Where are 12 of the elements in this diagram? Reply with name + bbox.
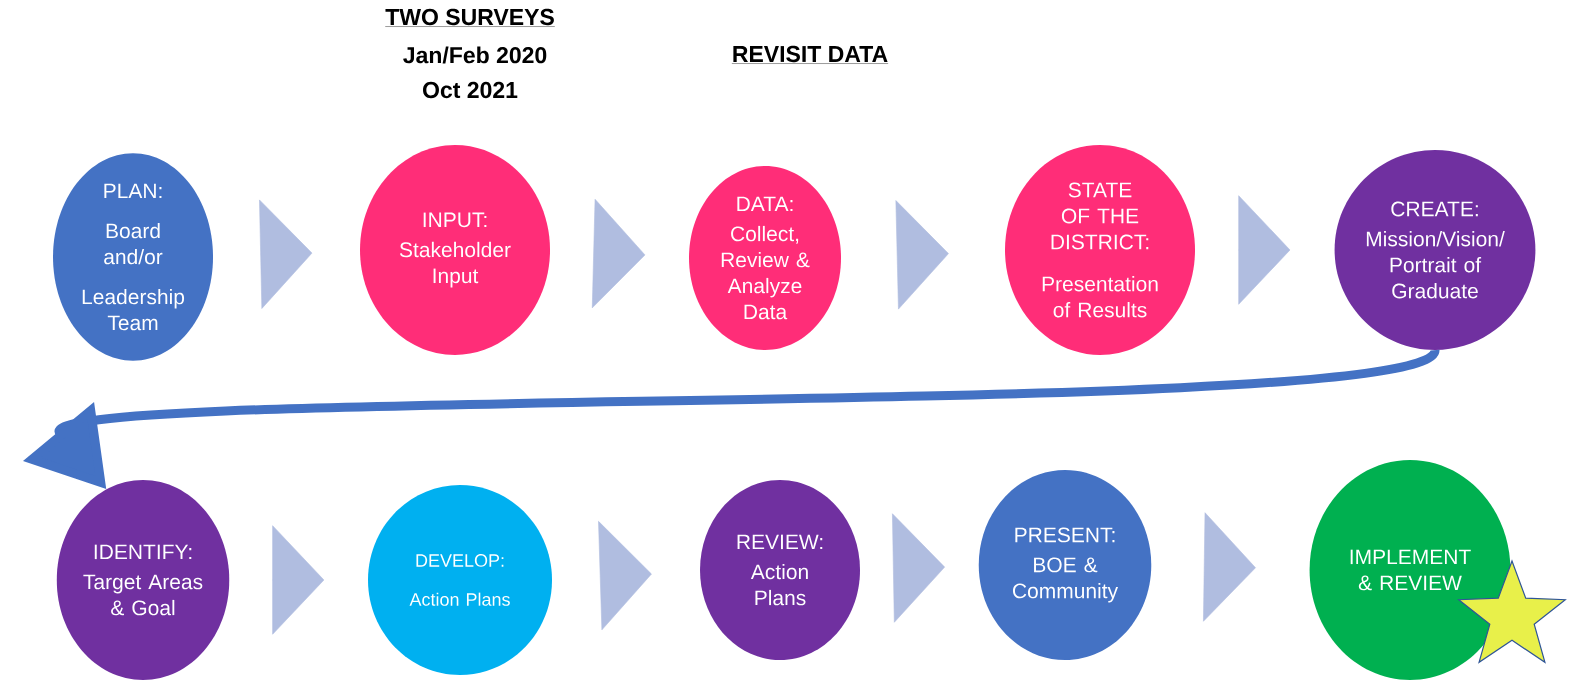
- heading: TWO SURVEYS: [385, 8, 555, 27]
- arrow: [591, 199, 646, 309]
- arrow: [892, 513, 945, 623]
- heading: Oct 2021: [423, 81, 518, 99]
- arrow: [895, 200, 949, 310]
- heading: Jan/Feb 2020: [403, 46, 547, 64]
- arrow: [259, 199, 313, 309]
- arrow: [1238, 195, 1291, 305]
- arrow: [598, 521, 652, 631]
- heading: REVISIT DATA: [731, 45, 889, 64]
- arrow: [1203, 512, 1256, 622]
- arrow: [272, 525, 325, 635]
